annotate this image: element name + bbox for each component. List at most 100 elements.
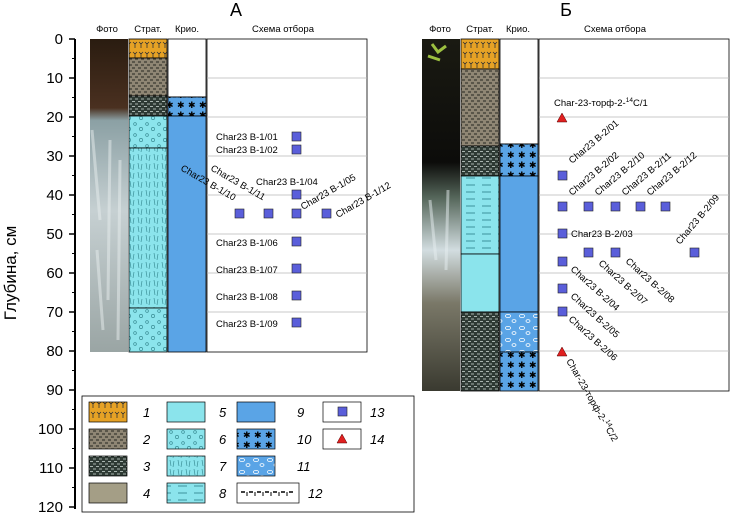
legend-swatch-11 [236,455,276,477]
legend-num-12: 12 [308,486,323,501]
legend-swatch-10 [236,428,276,450]
sample-marker-b1-04 [291,189,302,200]
sample-label-b1-09: Char23 B-1/09 [216,319,278,330]
sample-marker-b2-06 [557,306,568,317]
sample-marker-b1-12 [321,208,332,219]
legend-num-9: 9 [297,405,304,420]
panel-b-strat-header: Страт. [466,24,494,35]
sample-marker-b2-13 [660,201,671,212]
sample-marker-b2-01 [557,170,568,181]
axis-tick-label: 50 [46,226,63,243]
sample-marker-b1-01 [291,131,302,142]
panel-a-headers: Фото Страт. Крио. Схема отбора [96,24,315,35]
legend-num-8: 8 [219,486,227,501]
sample-marker-b2-12 [635,201,646,212]
sample-marker-b2-05 [557,283,568,294]
axis-tick-label: 80 [46,343,63,360]
panel-b-strat-column [460,38,500,392]
panel-a-photo-header: Фото [96,24,118,35]
sample-marker-b1-10 [234,208,245,219]
panel-a-scheme [206,38,368,353]
legend-num-1: 1 [143,405,150,420]
legend-num-6: 6 [219,432,227,447]
legend-num-11: 11 [297,459,311,474]
axis-tick-label: 120 [38,499,63,515]
panel-b-scheme [538,38,730,392]
legend-num-3: 3 [143,459,151,474]
sample-label-b1-07: Char23 B-1/07 [216,265,278,276]
axis-tick-label: 70 [46,304,63,321]
panel-a-krio-header: Крио. [175,24,199,35]
legend-swatch-3 [88,455,128,477]
legend-swatch-7 [166,455,206,477]
legend-swatch-6 [166,428,206,450]
legend-swatch-14 [336,433,348,444]
axis-tick-label: 20 [46,109,63,126]
panel-a-strat-header: Страт. [134,24,162,35]
sample-marker-b1-07 [291,263,302,274]
legend-num-2: 2 [142,432,151,447]
panel-b-headers: Фото Страт. Крио. Схема отбора [429,24,647,35]
panel-b-photo-header: Фото [429,24,451,35]
legend-num-5: 5 [219,405,227,420]
sample-marker-b1-05 [291,208,302,219]
sample-label-b1-02: Char23 B-1/02 [216,145,278,156]
radiocarbon-marker-1 [556,112,568,123]
legend-num-10: 10 [297,432,312,447]
legend-swatch-12 [236,482,300,504]
panel-a-letter: А [230,0,242,20]
sample-marker-b2-02 [557,201,568,212]
sample-label-b1-01: Char23 B-1/01 [216,132,278,143]
sample-label-b1-08: Char23 B-1/08 [216,292,278,303]
legend-num-14: 14 [370,432,384,447]
axis-tick-label: 90 [46,382,63,399]
sample-marker-b1-09 [291,317,302,328]
panel-b-photo [422,39,460,391]
legend-swatch-9 [236,401,276,423]
sample-marker-b2-08 [610,247,621,258]
radiocarbon-label-1: Char-23-торф-2-14C/1 [554,97,648,109]
axis-tick-label: 40 [46,187,63,204]
sample-label-b1-04: Char23 B-1/04 [256,177,318,188]
panel-a-krio-column [167,38,207,353]
axis-tick-label: 110 [39,460,63,477]
legend-num-4: 4 [143,486,150,501]
sample-marker-b1-08 [291,290,302,301]
panel-a-scheme-header: Схема отбора [252,24,315,35]
sample-marker-b2-11 [610,201,621,212]
legend-swatch-13 [337,406,348,417]
legend-swatch-8 [166,482,206,504]
panel-a-photo [90,39,128,352]
legend-swatch-1 [88,401,128,423]
legend-num-13: 13 [370,405,385,420]
sample-label-b2-03: Char23 B-2/03 [571,229,633,240]
axis-tick-label: 30 [46,148,63,165]
depth-axis-label: Глубина, см [1,226,20,321]
panel-b-krio-column [499,38,539,392]
sample-marker-b2-04 [557,256,568,267]
sample-marker-b1-06 [291,236,302,247]
axis-tick-label: 60 [46,265,63,282]
radiocarbon-marker-2 [556,346,568,357]
legend: 1 2 3 4 5 6 7 8 9 10 11 12 13 14 [81,395,415,513]
sample-marker-b1-11 [263,208,274,219]
sample-marker-b1-02 [291,144,302,155]
sample-marker-b2-10 [583,201,594,212]
panel-b-krio-header: Крио. [506,24,530,35]
sample-marker-b2-03 [557,228,568,239]
sample-marker-b2-09 [689,247,700,258]
panel-b-scheme-header: Схема отбора [584,24,647,35]
panel-a-strat-column [128,38,168,353]
legend-num-7: 7 [219,459,227,474]
legend-swatch-2 [88,428,128,450]
legend-swatch-4 [88,482,128,504]
sample-marker-b2-07 [583,247,594,258]
axis-tick-label: 100 [38,421,63,438]
axis-tick-label: 0 [55,31,63,48]
axis-tick-label: 10 [46,70,63,87]
legend-swatch-5 [166,401,206,423]
depth-axis: 0 10 20 30 40 50 60 70 80 90 100 110 120 Глубина, см [1,31,76,515]
sample-label-b1-06: Char23 B-1/06 [216,238,278,249]
panel-b-letter: Б [560,0,572,20]
